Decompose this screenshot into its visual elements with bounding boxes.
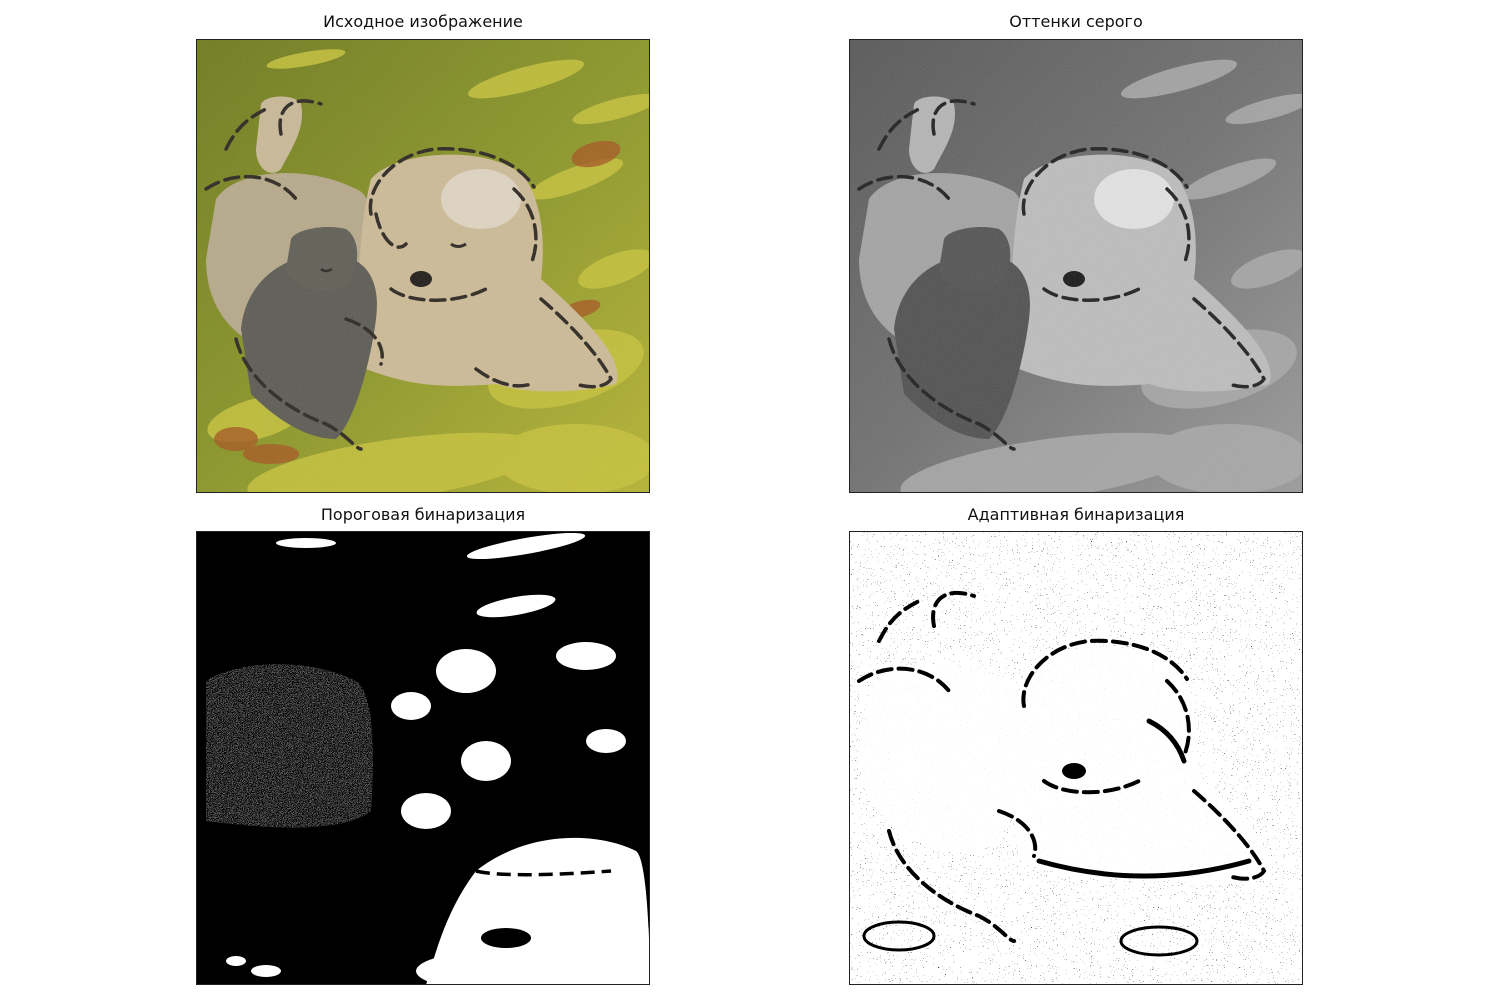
- panel-title-original: Исходное изображение: [323, 12, 523, 31]
- panel-title-adaptive: Адаптивная бинаризация: [967, 505, 1185, 524]
- panel-title-threshold: Пороговая бинаризация: [320, 505, 526, 524]
- original-image: [196, 39, 650, 493]
- panel-title-grayscale: Оттенки серого: [1009, 12, 1143, 31]
- threshold-image: [196, 531, 650, 985]
- grayscale-image: [849, 39, 1303, 493]
- adaptive-image: [849, 531, 1303, 985]
